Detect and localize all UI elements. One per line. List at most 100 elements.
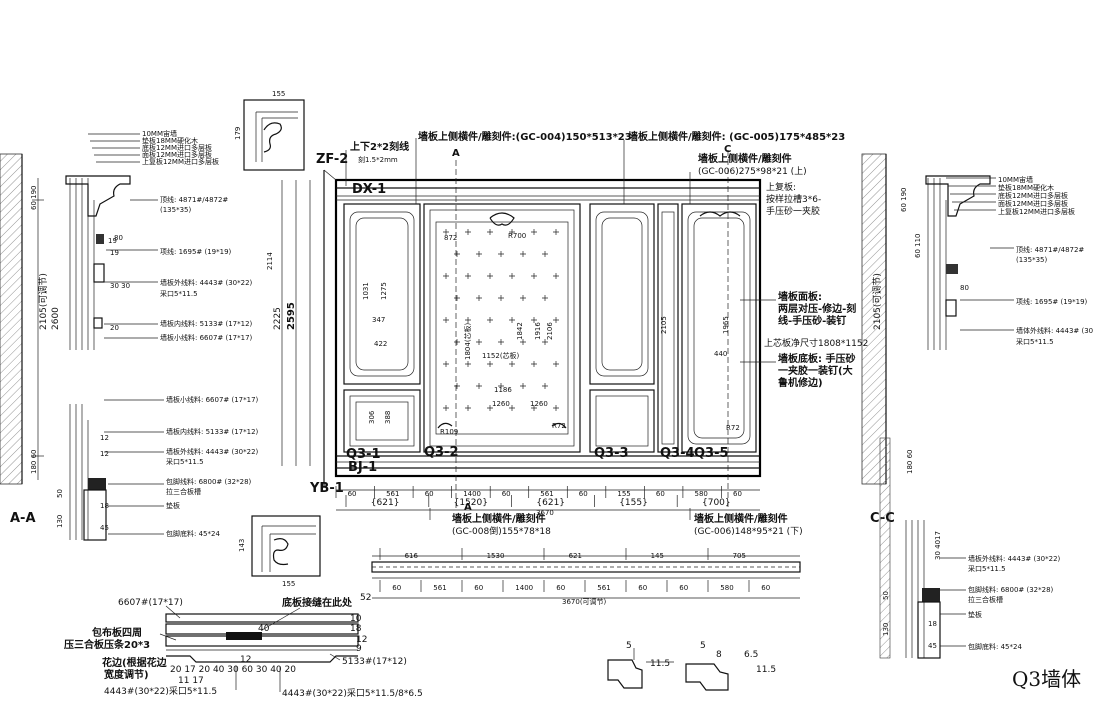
dim-bottom-7: 155 [617,490,630,498]
left-lower-1: 墙板内线料: 5133# (17*12) [166,427,259,436]
tuft-mark-21 [542,295,548,301]
panel-q3-2 [423,203,581,453]
dim-bottom-9: 580 [695,490,708,498]
dim-bottom-3: 1400 [463,490,481,498]
profile-b [685,663,729,691]
profile-dim-1: 11.5 [650,659,670,669]
inner-dim-9: 1186 [494,386,512,394]
tuft-mark-47 [509,405,515,411]
dim-boxed-4: {700} [702,498,731,508]
tuft-mark-1 [465,229,471,235]
profile-a [607,659,643,689]
tuft-mark-27 [553,317,559,323]
svg-text:9: 9 [356,644,362,654]
seam-block [226,632,262,640]
dim-bottom-4: 60 [502,490,511,498]
plan-note-edge2: 宽度调节) [103,668,149,681]
panel-q3-1-upper [343,203,421,385]
inner-dim-15: 306 [368,410,376,424]
left-lower-7: 包脚底料: 45*24 [166,529,220,538]
dim-bottom-10: 60 [733,490,742,498]
panel-q3-4 [657,203,679,453]
svg-text:60 110: 60 110 [914,234,922,259]
tuft-mark-3 [509,229,515,235]
tuft-mark-35 [487,361,493,367]
panel-tag-q3-2: Q3-2 [424,445,459,460]
note-gc006-up-1: 墙板上侧横件/雕刻件 [698,152,792,165]
detail-dim-0: 155 [272,90,285,98]
tuft-mark-37 [531,361,537,367]
plan-note-wrap2: 压三合板压条20*3 [64,638,150,651]
tuft-mark-38 [553,361,559,367]
svg-text:45: 45 [928,642,937,650]
tuft-mark-31 [520,339,526,345]
tuft-mark-22 [443,317,449,323]
tuft-mark-43 [542,383,548,389]
panel-tag-q3-4: Q3-4 [660,446,695,461]
left-moulding-0: 顶线: 4871#/4872# [160,195,228,204]
height-2114: 2114 [266,252,274,270]
right-note-1: 按样拉槽3*6- [766,193,821,205]
left-moulding-3: 墙板外线料: 4443# (30*22) [160,278,253,287]
note-gc006-down-1: 墙板上侧横件/雕刻件 [694,512,788,525]
inner-dim-19: R72 [726,424,740,432]
right-note-5: 线-手压砂-装钉 [778,314,846,327]
svg-text:18: 18 [350,624,362,634]
edge-tag-yb: YB-1 [309,481,344,496]
right-note-6: 上芯板净尺寸1808*1152 [764,337,868,349]
crown-moulding-left [65,175,131,217]
right-lower-4: 垫板 [968,610,982,619]
profile-dim-4: 6.5 [744,650,758,660]
inner-dim-20: 872 [444,234,457,242]
svg-text:30 30: 30 30 [110,282,130,290]
tuft-mark-0 [443,229,449,235]
plan-dim-bottom-3: 1400 [515,584,533,592]
height-2225: 2225 [273,307,283,330]
svg-text:50: 50 [56,489,64,498]
plan-note-4443a: 4443#(30*22)采口5*11.5 [104,686,217,697]
left-lower-3: 采口5*11.5 [166,457,204,466]
left-lower-4: 包脚线料: 6800# (32*28) [166,477,252,486]
svg-text:12: 12 [356,635,367,645]
inner-dim-6: 2105 [660,316,668,334]
svg-text:20 17 20 40 30 60 30 40 20: 20 17 20 40 30 60 30 40 20 [170,665,296,675]
inner-dim-13: 422 [374,340,387,348]
right-layer-4: 上复板12MM进口多层板 [998,207,1075,216]
svg-text:180 60: 180 60 [30,450,38,475]
note-gc008-2: (GC-008倒)155*78*18 [452,525,551,537]
tuft-mark-5 [553,229,559,235]
svg-text:45: 45 [100,524,109,532]
svg-text:12: 12 [100,450,109,458]
profile-dim-0: 5 [626,641,632,651]
plan-dim-bottom-6: 60 [638,584,647,592]
tuft-mark-7 [476,251,482,257]
right-note-0: 上复板: [766,181,796,193]
section-aa: 60 190 2105(可调节) 2600 180 60 50 130 A-A … [0,129,259,541]
right-note-4: 两层对压-修边-刻 [778,302,856,315]
tuft-mark-26 [531,317,537,323]
tuft-mark-29 [476,339,482,345]
svg-text:12: 12 [100,434,109,442]
svg-text:130: 130 [882,623,890,636]
tuft-mark-12 [465,273,471,279]
tuft-mark-25 [509,317,515,323]
inner-dim-1: 1275 [380,282,388,300]
plan-dim-bottom-5: 561 [597,584,610,592]
inner-dim-17: R109 [440,428,458,436]
height-side-left: 2105(可调节) [38,273,49,330]
wall-outline [334,178,762,478]
inner-dim-18: R72 [552,422,566,430]
moulding-profiles: 5 11.5 5 8 6.5 11.5 [607,641,776,691]
panel-q3-3-upper [589,203,655,385]
inner-dim-14: 347 [372,316,385,324]
svg-text:18: 18 [100,502,109,510]
note-depth: 刻1.5*2mm [358,155,398,164]
tuft-mark-46 [487,405,493,411]
right-layer-3: 面板12MM进口多层板 [998,199,1068,208]
plan-note-5133: 5133#(17*12) [342,657,407,667]
dim-boxed-2: {621} [536,498,565,508]
left-lower-5: 拉三合板槽 [166,487,201,496]
